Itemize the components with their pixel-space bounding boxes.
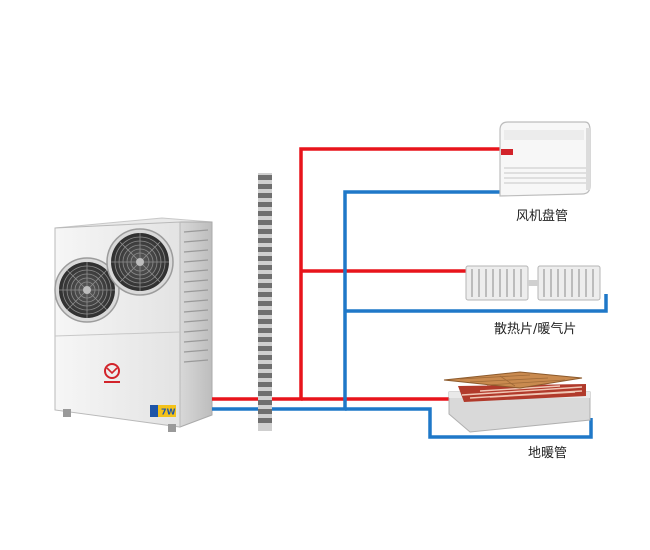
heat-pump-unit: 7W [54,217,213,432]
fan-right [106,228,174,296]
cold-pipe-radiator [345,294,608,313]
fan-coil-brand-mark [501,149,513,155]
cold-water-pipes [212,190,608,439]
radiator-left [465,265,529,301]
unit-side-panel [179,221,213,428]
cold-pipe-floor [345,407,593,439]
fan-coil-unit [499,121,591,197]
fan-left [54,257,120,323]
cold-pipe-main [212,190,500,411]
label-floor-heating: 地暖管 [528,446,567,461]
energy-badge-text: 7W [161,408,176,417]
hot-pipe-main [212,147,500,401]
label-radiator: 散热片/暖气片 [494,321,576,337]
brick-wall [258,173,272,431]
radiator-connector [527,280,539,286]
energy-badge: 7W [150,405,176,417]
floor-heating-section [443,371,591,433]
brand-logo-icon [104,363,120,383]
label-fan-coil: 风机盘管 [516,208,568,224]
hot-water-pipes [212,147,500,401]
unit-side-grille [183,229,209,363]
radiator-right [537,265,601,301]
